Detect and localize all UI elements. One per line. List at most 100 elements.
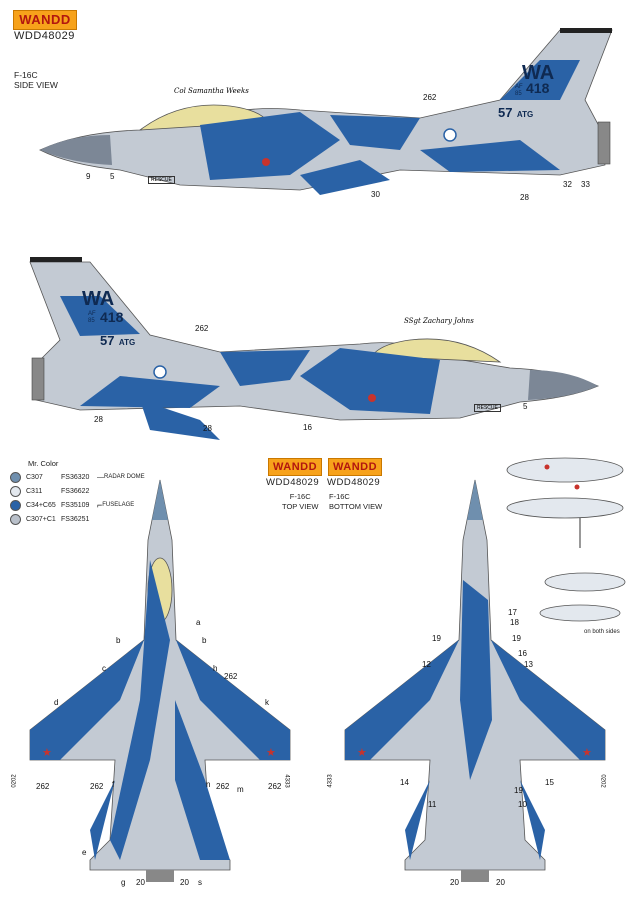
camo-patch (405, 780, 430, 860)
callout-13: 13 (524, 660, 533, 669)
camo-patch (220, 350, 310, 386)
squadron-number: 57 (498, 105, 513, 120)
callout: 5 (523, 402, 528, 411)
radar-dome (528, 370, 598, 400)
camo-patch (80, 376, 220, 408)
star-right: ★ (582, 747, 592, 759)
camo-patch (90, 780, 115, 860)
callout-19: 19 (512, 634, 521, 643)
on-both-sides-label: on both sides (584, 629, 620, 635)
tail-code-side1: WA (522, 62, 555, 84)
camo-patch (420, 140, 560, 172)
callout: 9 (86, 172, 91, 181)
exhaust (461, 870, 489, 882)
national-insignia (443, 128, 457, 142)
callout-g: g (121, 878, 126, 887)
side-view-label: SIDE VIEW (14, 80, 58, 90)
callout-c: c (102, 664, 106, 673)
callout-19: 19 (432, 634, 441, 643)
camo-patch (300, 348, 440, 414)
tail-checker (560, 28, 612, 33)
camo-patch (491, 640, 605, 760)
callout-262: 262 (268, 782, 282, 791)
pilot-name: Col Samantha Weeks (174, 87, 249, 95)
tail-checker (30, 257, 82, 262)
brand-logo-top: WANDD (268, 458, 322, 476)
camo-patch (30, 640, 144, 760)
legend-swatch (10, 513, 21, 525)
bottom-view-title: F-16C BOTTOM VIEW (329, 492, 382, 512)
camo-patch (176, 640, 290, 760)
legend-row: C34+C65 FS35109 ⌐ FUSELAGE (10, 498, 160, 512)
star-left: ★ (42, 747, 52, 759)
callout-f: f (112, 780, 115, 789)
callout-e: e (82, 848, 87, 857)
fuel-tank (506, 497, 624, 519)
callout-d: d (54, 698, 59, 707)
top-view-title: F-16C TOP VIEW (282, 492, 318, 512)
callout-20: 20 (496, 878, 505, 887)
callout: 32 (563, 180, 572, 189)
camo-patch (520, 780, 545, 860)
callout-262: 262 (90, 782, 104, 791)
star-right: ★ (266, 747, 276, 759)
rescue-label-side1: RESCUE (148, 176, 175, 184)
brand-logo: WANDD (13, 10, 77, 30)
callout-n: n (206, 780, 211, 789)
legend-row: C311 FS36622 (10, 484, 160, 498)
callout: 5 (110, 172, 115, 181)
legend-dash: — (97, 473, 104, 481)
callout-10: 10 (518, 800, 527, 809)
legend-code: C311 (26, 487, 43, 495)
legend-swatch (10, 471, 21, 483)
brand-logo-bottom: WANDD (328, 458, 382, 476)
fuel-tank (544, 572, 626, 592)
callout-262: 262 (216, 782, 230, 791)
callout-s: s (198, 878, 202, 887)
callout-262: 262 (224, 672, 238, 681)
callout: 262 (195, 324, 209, 333)
callout-b2: b (202, 636, 207, 645)
rescue-label-side2: RESCUE (474, 404, 501, 412)
callout-a: a (196, 618, 201, 627)
bottom-view-label: BOTTOM VIEW (329, 502, 383, 511)
squadron-number: 57 (100, 333, 115, 348)
callout-h: h (213, 664, 218, 673)
fuel-tank (506, 457, 624, 483)
exhaust-nozzle (31, 357, 45, 401)
radar-dome (467, 480, 483, 520)
side-view-title: F-16C SIDE VIEW (14, 70, 58, 90)
callout-16: 16 (518, 649, 527, 658)
tail-code-side2: WA (82, 288, 115, 310)
callout-b: b (116, 636, 121, 645)
callout-262: 262 (36, 782, 50, 791)
legend-row: C307+C1 FS36251 (10, 512, 160, 526)
legend-code: C307 (26, 473, 43, 481)
legend-fuselage-label: FUSELAGE (102, 502, 135, 508)
camo-patch (60, 296, 140, 336)
callout-12: 12 (422, 660, 431, 669)
tank-marking (574, 484, 580, 490)
legend-fs: FS36251 (61, 515, 90, 523)
callout-20: 20 (450, 878, 459, 887)
fuel-tank (539, 604, 621, 622)
tank-marking (544, 464, 550, 470)
legend-heading: Mr. Color (28, 459, 59, 468)
callout-k: k (265, 698, 269, 707)
legend-swatch (10, 499, 21, 511)
callout: 28 (94, 415, 103, 424)
year-label: 85 (515, 91, 522, 97)
legend-fs: FS36320 (61, 473, 90, 481)
callout: 33 (581, 180, 590, 189)
callout: 28 (520, 193, 529, 202)
wing-label: ATG (516, 110, 534, 119)
camo-patch (110, 560, 170, 860)
camo-patch (140, 400, 220, 440)
callout-14: 14 (400, 778, 409, 787)
camo-patch (500, 60, 580, 100)
legend-fs: FS36622 (61, 487, 90, 495)
